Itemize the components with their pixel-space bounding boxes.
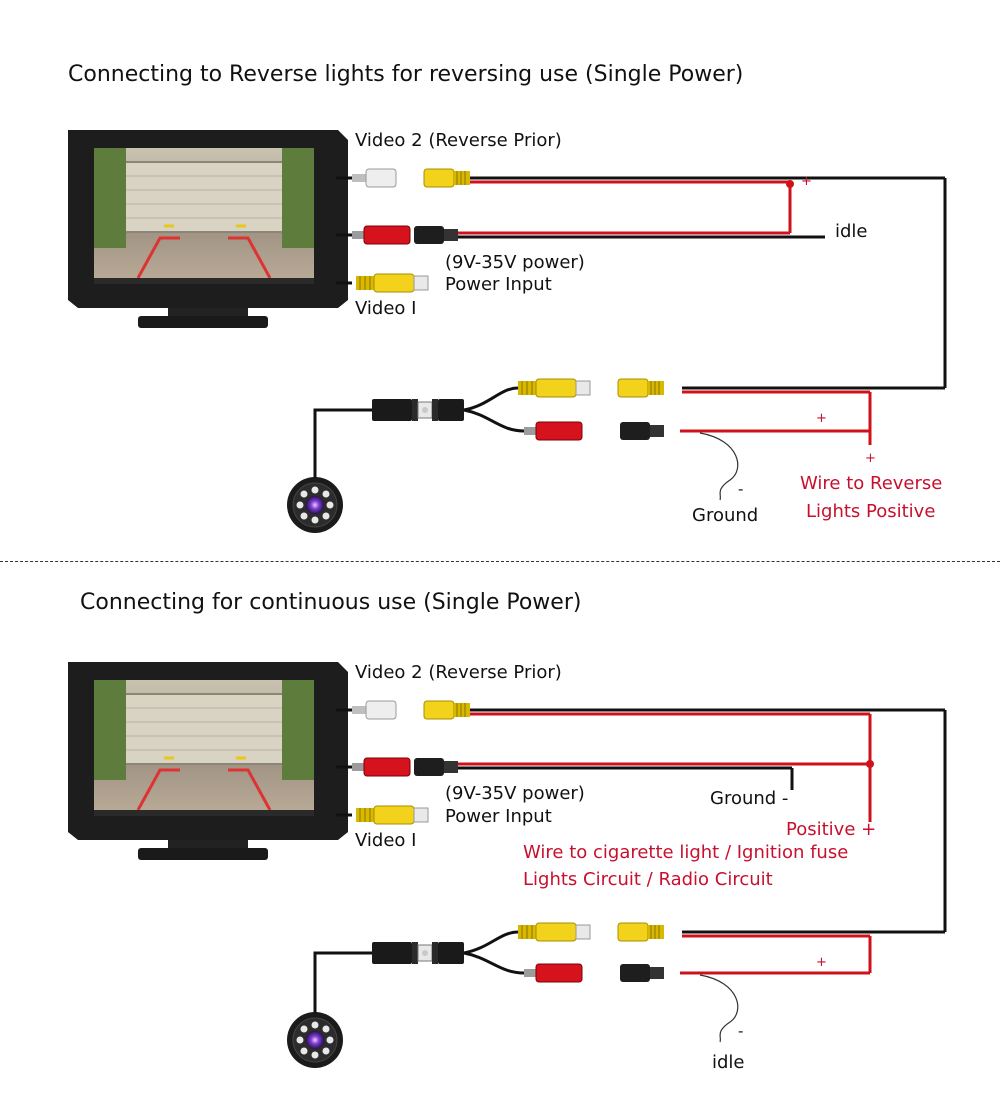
ground-wire-2	[699, 974, 739, 1043]
split-cable-a2	[463, 930, 519, 955]
cam-video-plug-1	[517, 378, 591, 398]
plug-yellow-1	[423, 168, 471, 188]
monitor-1	[66, 128, 350, 330]
video1-label-1: Video I	[355, 298, 417, 319]
cam-power-mate-1	[620, 422, 664, 440]
plug-yellow-2	[423, 700, 471, 720]
plug-video1-1	[355, 273, 429, 293]
diagram1-title: Connecting to Reverse lights for reversi…	[68, 62, 744, 87]
diagram2-title: Connecting for continuous use (Single Po…	[80, 590, 582, 615]
idle-label-2: idle	[712, 1052, 745, 1073]
cam-power-mate-2	[620, 964, 664, 982]
camera-1	[286, 476, 344, 534]
camera-2	[286, 1011, 344, 1069]
ground-label-1: Ground	[692, 505, 759, 526]
cam-power-plug-2	[523, 963, 583, 983]
camera-cable-2	[313, 951, 372, 1013]
plug-white-2	[351, 700, 397, 720]
video2-label-2: Video 2 (Reverse Prior)	[355, 662, 562, 683]
video1-label-2: Video I	[355, 830, 417, 851]
reverse-wire-line2: Lights Positive	[806, 501, 936, 522]
junction-box-1	[371, 398, 465, 422]
video2-label-1: Video 2 (Reverse Prior)	[355, 130, 562, 151]
plug-black-2	[414, 758, 458, 776]
monitor-2	[66, 660, 350, 862]
minus-2: -	[738, 1022, 744, 1040]
plus-top-1: +	[801, 174, 812, 189]
plug-red-1	[351, 225, 411, 245]
junction-dot-2	[866, 760, 874, 768]
split-cable-a1	[463, 386, 519, 412]
power-label-line2-2: Power Input	[445, 806, 552, 827]
cigarette-wire-line1: Wire to cigarette light / Ignition fuse	[523, 842, 849, 863]
ground-wire-1	[699, 432, 739, 501]
power-label-line1-1: (9V-35V power)	[445, 252, 585, 273]
cam-video-mate-1	[617, 378, 665, 398]
positive-label-2: Positive +	[786, 819, 877, 840]
plug-black-1	[414, 226, 458, 244]
plug-red-2	[351, 757, 411, 777]
plug-white-1	[351, 168, 397, 188]
diagram1-drawing	[66, 128, 947, 534]
idle-label-1: idle	[835, 221, 868, 242]
split-cable-b1	[463, 408, 525, 433]
reverse-wire-line1: Wire to Reverse	[800, 473, 943, 494]
plus-low-2: +	[816, 955, 827, 970]
diagram2-drawing	[66, 660, 947, 1069]
junction-box-2	[371, 941, 465, 965]
split-cable-b2	[463, 951, 525, 975]
plus-low-1: +	[865, 451, 876, 466]
power-label-line1-2: (9V-35V power)	[445, 783, 585, 804]
plus-mid-1: +	[816, 411, 827, 426]
section-divider	[0, 561, 1000, 562]
cam-video-mate-2	[617, 922, 665, 942]
cam-power-plug-1	[523, 421, 583, 441]
junction-dot-1	[786, 180, 794, 188]
minus-1: -	[738, 480, 744, 498]
camera-cable-1	[313, 408, 372, 478]
power-label-line2-1: Power Input	[445, 274, 552, 295]
ground-label-2: Ground -	[710, 788, 789, 809]
cam-video-plug-2	[517, 922, 591, 942]
plug-video1-2	[355, 805, 429, 825]
cigarette-wire-line2: Lights Circuit / Radio Circuit	[523, 869, 773, 890]
